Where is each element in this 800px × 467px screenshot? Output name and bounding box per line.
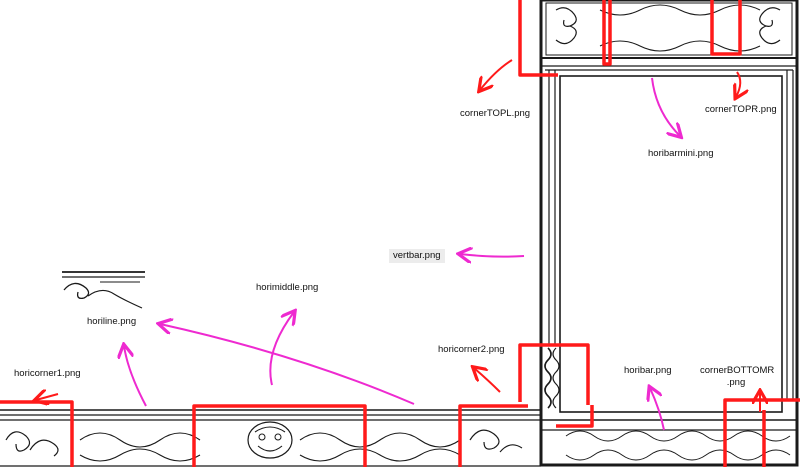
bracket-hori-corner-1 — [0, 400, 74, 467]
arrow-hori-bar-mini — [651, 77, 680, 136]
label-corner-top-left: cornerTOPL.png — [460, 108, 531, 119]
label-corner-top-right: cornerTOPR.png — [705, 104, 777, 115]
arrow-corner-top-left — [480, 59, 513, 90]
frame-inner-border — [559, 75, 783, 413]
arrow-hori-corner-1-mag — [124, 346, 147, 407]
arrow-hori-middle — [269, 312, 294, 386]
label-hori-line: horiline.png — [87, 316, 137, 327]
arrows — [36, 59, 760, 431]
arrow-hori-corner-2 — [474, 368, 501, 393]
horizontal-strip — [0, 409, 541, 467]
label-corner-bottom-right: cornerBOTTOMR .png — [700, 365, 775, 389]
frame-outer-border — [539, 0, 799, 467]
label-corner-bottom-right-line2: .png — [726, 377, 746, 388]
label-hori-middle: horimiddle.png — [256, 282, 319, 293]
bracket-corner-top-right — [710, 0, 742, 56]
bracket-corner-bottom-right — [723, 398, 800, 467]
label-corner-bottom-right-line1: cornerBOTTOMR — [700, 365, 775, 376]
label-vert-bar: vertbar.png — [389, 249, 445, 263]
arrow-corner-top-right — [736, 71, 740, 97]
bracket-hori-corner-2 — [518, 343, 590, 405]
horiline-sample — [62, 271, 145, 309]
arrow-hori-bar — [650, 388, 665, 431]
label-hori-corner-2: horicorner2.png — [438, 344, 505, 355]
bracket-corner-top-left — [518, 0, 558, 77]
arrow-hori-line — [160, 324, 415, 405]
label-hori-bar: horibar.png — [624, 365, 672, 376]
label-hori-corner-1: horicorner1.png — [14, 368, 81, 379]
label-hori-bar-mini: horibarmini.png — [648, 148, 714, 159]
arrow-vert-bar — [460, 254, 525, 257]
ornate-frame — [539, 0, 799, 467]
arrow-hori-corner-1 — [36, 394, 59, 400]
bracket-hori-line — [458, 404, 528, 467]
bracket-hori-middle — [192, 404, 367, 467]
